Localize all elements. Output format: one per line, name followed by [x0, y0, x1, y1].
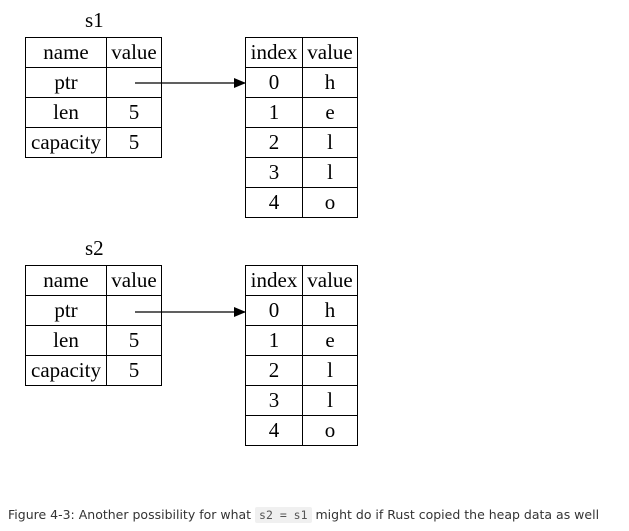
heap1-table: index value 0 h 1 e 2 l 3 l 4 o — [245, 37, 358, 218]
figure-caption: Figure 4-3: Another possibility for what… — [8, 507, 600, 523]
s2-ptr-value — [106, 295, 162, 326]
s2-row-ptr: ptr — [25, 295, 162, 326]
heap1-row: 3 l — [245, 157, 358, 188]
s1-label: s1 — [85, 8, 104, 32]
caption-suffix: might do if Rust copied the heap data as… — [315, 507, 600, 522]
heap2-index: 2 — [245, 355, 303, 386]
heap1-index: 4 — [245, 187, 303, 218]
heap1-value: l — [302, 157, 358, 188]
heap2-value: o — [302, 415, 358, 446]
heap2-value: l — [302, 385, 358, 416]
heap1-header-row: index value — [245, 37, 358, 68]
heap1-row: 1 e — [245, 97, 358, 128]
s2-capacity-name: capacity — [25, 355, 107, 386]
s1-capacity-name: capacity — [25, 127, 107, 158]
heap2-row: 0 h — [245, 295, 358, 326]
caption-prefix: Figure 4-3: Another possibility for what — [8, 507, 252, 522]
s2-stack-table: name value ptr len 5 capacity 5 — [25, 265, 162, 386]
heap2-value: e — [302, 325, 358, 356]
s2-capacity-value: 5 — [106, 355, 162, 386]
s2-row-capacity: capacity 5 — [25, 355, 162, 386]
heap1-row: 2 l — [245, 127, 358, 158]
s1-capacity-value: 5 — [106, 127, 162, 158]
heap2-value: h — [302, 295, 358, 326]
heap2-table: index value 0 h 1 e 2 l 3 l 4 o — [245, 265, 358, 446]
s2-label: s2 — [85, 236, 104, 260]
heap1-header-index: index — [245, 37, 303, 68]
heap1-value: o — [302, 187, 358, 218]
caption-code: s2 = s1 — [255, 507, 312, 523]
s2-header-value: value — [106, 265, 162, 296]
heap2-header-value: value — [302, 265, 358, 296]
s1-stack-table: name value ptr len 5 capacity 5 — [25, 37, 162, 158]
heap1-value: e — [302, 97, 358, 128]
heap1-row: 4 o — [245, 187, 358, 218]
heap2-index: 3 — [245, 385, 303, 416]
s1-row-capacity: capacity 5 — [25, 127, 162, 158]
heap1-index: 1 — [245, 97, 303, 128]
s1-header-row: name value — [25, 37, 162, 68]
heap2-row: 3 l — [245, 385, 358, 416]
heap2-row: 4 o — [245, 415, 358, 446]
